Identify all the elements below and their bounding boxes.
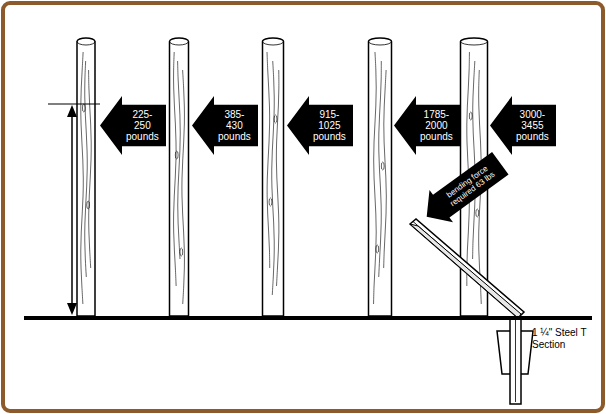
- dimension-line: [71, 110, 73, 310]
- dimension-arrowhead: [67, 303, 77, 315]
- wooden-post: [263, 38, 284, 316]
- post-top-edge: [170, 42, 189, 46]
- wood-knot: [376, 245, 379, 253]
- wood-grain: [473, 61, 476, 259]
- wood-knot: [175, 151, 178, 159]
- wooden-posts: [77, 38, 488, 316]
- arrow-shape: [192, 96, 258, 155]
- post-top-edge: [77, 42, 95, 46]
- wood-grain: [182, 70, 185, 304]
- wood-grain: [267, 52, 270, 268]
- arrow-body: [414, 147, 511, 233]
- force-arrow: 3000-3455 pounds: [490, 96, 556, 155]
- dimension-arrowhead: [67, 105, 77, 117]
- wood-grain: [379, 61, 382, 277]
- post-outline: [369, 38, 392, 316]
- wooden-post: [170, 38, 189, 316]
- post-top-edge: [263, 42, 284, 46]
- wood-knot: [469, 112, 472, 120]
- wooden-post: [369, 38, 392, 316]
- force-value: 225-250 pounds: [126, 109, 159, 142]
- wood-grain: [174, 52, 177, 286]
- arrow-body: [100, 96, 166, 155]
- wood-grain: [85, 61, 88, 277]
- t-section-bar: [410, 219, 524, 318]
- steel-t-section: [410, 219, 524, 318]
- force-value: 3000-3455 pounds: [516, 109, 549, 142]
- arrow-body: [287, 96, 353, 155]
- wood-grain: [178, 61, 181, 259]
- wood-grain: [81, 52, 84, 304]
- wood-knot: [476, 209, 479, 217]
- wood-knot: [381, 162, 384, 170]
- post-top-edge: [461, 42, 488, 46]
- post-outline: [77, 38, 95, 316]
- wood-knot: [82, 104, 85, 112]
- part-label: 1 ¼" Steel T Section: [532, 327, 598, 351]
- ground-anchor: [497, 318, 533, 404]
- anchor-post: [510, 318, 521, 404]
- wood-knot: [269, 198, 272, 206]
- anchor-post-edge: [515, 320, 516, 402]
- height-dimension: [48, 104, 100, 315]
- dimension-tick: [48, 103, 100, 104]
- wooden-post: [77, 38, 95, 316]
- frame-border: [3, 3, 603, 411]
- force-value: 1785-2000 pounds: [420, 109, 453, 142]
- post-top-edge: [369, 42, 392, 46]
- wood-grain: [374, 52, 377, 304]
- wood-knot: [274, 115, 277, 123]
- wood-grain: [89, 70, 92, 268]
- force-arrow: 1785-2000 pounds: [394, 96, 460, 155]
- post-outline: [170, 38, 189, 316]
- arrow-body: [192, 96, 258, 155]
- arrow-body: [490, 96, 556, 155]
- force-value: 915-1025 pounds: [313, 109, 346, 142]
- wood-grain: [272, 61, 275, 295]
- wood-grain: [276, 70, 279, 286]
- t-section-web: [410, 224, 521, 318]
- force-arrow: 915-1025 pounds: [287, 96, 353, 155]
- arrow-body: [394, 96, 460, 155]
- ground-line: [24, 316, 592, 320]
- arrow-shape: [100, 96, 166, 155]
- force-arrow: 225-250 pounds: [100, 96, 166, 155]
- force-arrow: 385-430 pounds: [192, 96, 258, 155]
- wood-knot: [87, 201, 90, 209]
- wood-knot: [180, 248, 183, 256]
- post-outline: [263, 38, 284, 316]
- force-value: 385-430 pounds: [218, 109, 251, 142]
